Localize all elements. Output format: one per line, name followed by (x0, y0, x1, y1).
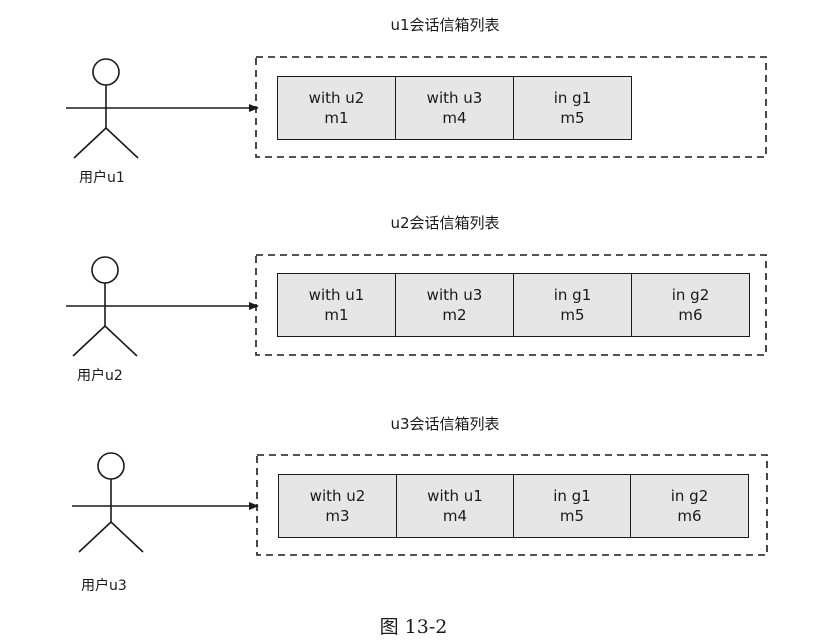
mailbox-cell-u1-1: with u2 m1 (277, 76, 396, 140)
mailbox-cell-u1-3: in g1 m5 (514, 76, 632, 140)
mailbox-cell-u1-2: with u3 m4 (396, 76, 514, 140)
cell-conversation: with u1 (427, 487, 483, 505)
user-label-u1: 用户u1 (79, 170, 125, 186)
cell-message: m4 (442, 507, 468, 525)
cell-message: m5 (560, 109, 585, 127)
mailbox-cell-u2-2: with u3 m2 (396, 273, 514, 337)
list-title-u3: u3会话信箱列表 (390, 415, 500, 433)
cell-conversation: with u1 (308, 286, 365, 304)
mailbox-cell-u2-4: in g2 m6 (632, 273, 750, 337)
cell-conversation: in g2 (671, 286, 710, 304)
mailbox-cell-u3-3: in g1 m5 (514, 474, 631, 538)
mailbox-cell-u2-1: with u1 m1 (277, 273, 396, 337)
list-title-u2: u2会话信箱列表 (390, 214, 500, 232)
list-title-u1: u1会话信箱列表 (390, 16, 500, 34)
cell-message: m6 (677, 507, 702, 525)
mailbox-cell-u3-4: in g2 m6 (631, 474, 749, 538)
user-label-u3: 用户u3 (81, 578, 127, 594)
mailbox-cell-u2-3: in g1 m5 (514, 273, 632, 337)
cell-conversation: in g1 (553, 487, 591, 505)
cell-conversation: with u3 (426, 89, 483, 107)
mailbox-cell-u3-1: with u2 m3 (278, 474, 397, 538)
list-frame-u3 (256, 454, 768, 556)
cell-conversation: with u2 (308, 89, 365, 107)
cell-message: m4 (442, 109, 467, 127)
figure-caption: 图 13-2 (379, 616, 448, 638)
cell-conversation: in g1 (553, 286, 592, 304)
cell-message: m5 (560, 306, 585, 324)
cell-conversation: with u2 (309, 487, 366, 505)
user-label-u2: 用户u2 (77, 368, 123, 384)
cell-message: m5 (559, 507, 585, 525)
cell-message: m3 (325, 507, 350, 525)
cell-conversation: with u3 (426, 286, 483, 304)
cell-message: m1 (324, 109, 349, 127)
cell-message: m1 (324, 306, 349, 324)
user-figure-u2 (72, 256, 138, 357)
cell-conversation: in g2 (670, 487, 709, 505)
list-frame-u2 (255, 254, 767, 356)
user-figure-u3 (78, 452, 144, 553)
mailbox-cell-u3-2: with u1 m4 (397, 474, 514, 538)
list-frame-u1 (255, 56, 767, 158)
cell-message: m2 (442, 306, 467, 324)
user-figure-u1 (73, 58, 139, 159)
cell-message: m6 (678, 306, 703, 324)
cell-conversation: in g1 (553, 89, 592, 107)
